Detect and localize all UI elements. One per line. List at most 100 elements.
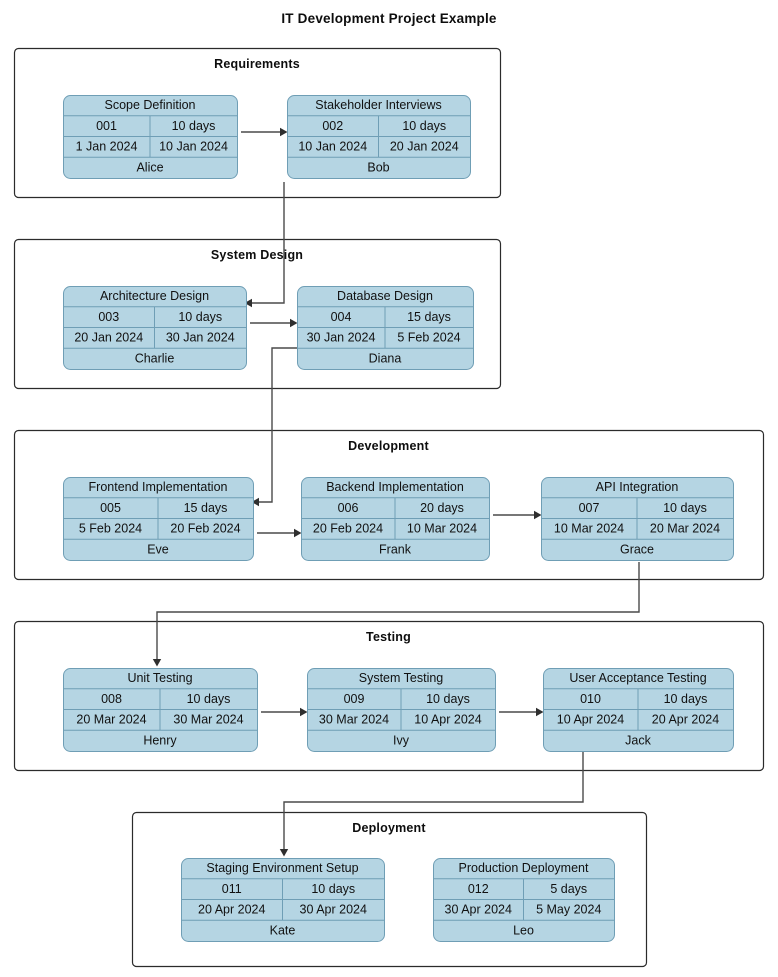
task-name: Production Deployment	[459, 861, 589, 875]
task-duration: 10 days	[402, 119, 446, 133]
task-owner: Jack	[625, 733, 651, 747]
connector-unit-testing-to-system-testing	[261, 707, 308, 717]
task-name: Backend Implementation	[326, 480, 464, 494]
swimlane-title: Deployment	[352, 821, 426, 835]
task-owner: Charlie	[135, 351, 175, 365]
connectors-layer	[152, 127, 640, 857]
task-end-date: 20 Jan 2024	[390, 140, 459, 154]
task-end-date: 30 Apr 2024	[300, 903, 367, 917]
task-node-database-design[interactable]: Database Design 004 15 days 30 Jan 2024 5 Fe…	[297, 286, 474, 370]
task-duration: 15 days	[407, 310, 451, 324]
connector-line	[258, 347, 297, 503]
connector-line	[251, 182, 285, 304]
task-owner: Leo	[513, 923, 534, 937]
task-duration: 10 days	[311, 882, 355, 896]
task-duration: 10 days	[172, 119, 216, 133]
task-name: User Acceptance Testing	[569, 671, 706, 685]
task-id: 011	[222, 882, 242, 896]
connector-line	[156, 562, 640, 660]
task-name: Architecture Design	[100, 289, 209, 303]
swimlane-title: Requirements	[214, 57, 300, 71]
page-title: IT Development Project Example	[281, 11, 497, 26]
task-node-unit-testing[interactable]: Unit Testing 008 10 days 20 Mar 2024 30 Mar …	[63, 668, 258, 752]
task-owner: Diana	[369, 351, 402, 365]
task-id: 010	[580, 692, 601, 706]
task-end-date: 5 Feb 2024	[397, 331, 460, 345]
connector-backend-implementation-to-api-integration	[493, 510, 542, 520]
task-id: 001	[96, 119, 117, 133]
task-name: Frontend Implementation	[89, 480, 228, 494]
task-name: API Integration	[596, 480, 679, 494]
task-start-date: 10 Mar 2024	[554, 522, 624, 536]
task-name: Scope Definition	[104, 98, 195, 112]
task-id: 007	[579, 501, 600, 515]
task-start-date: 1 Jan 2024	[76, 140, 138, 154]
task-name: Database Design	[337, 289, 433, 303]
task-start-date: 20 Mar 2024	[76, 713, 146, 727]
connector-stakeholder-interviews-to-architecture-design	[244, 182, 285, 308]
connector-frontend-implementation-to-backend-implementation	[257, 528, 302, 538]
task-id: 004	[331, 310, 352, 324]
connector-arrowhead	[280, 127, 288, 137]
swimlane-title: Testing	[366, 630, 411, 644]
task-duration: 20 days	[420, 501, 464, 515]
connector-architecture-design-to-database-design	[250, 318, 298, 328]
task-start-date: 20 Feb 2024	[313, 522, 383, 536]
connector-arrowhead	[300, 707, 308, 717]
task-start-date: 20 Apr 2024	[198, 903, 265, 917]
task-owner: Alice	[136, 160, 163, 174]
task-duration: 15 days	[184, 501, 228, 515]
task-owner: Henry	[143, 733, 177, 747]
task-start-date: 30 Apr 2024	[445, 903, 512, 917]
connector-arrowhead	[534, 510, 542, 520]
swimlane-title: Development	[348, 439, 429, 453]
task-id: 002	[322, 119, 343, 133]
swimlane-title: System Design	[211, 248, 303, 262]
task-start-date: 30 Jan 2024	[307, 331, 376, 345]
task-end-date: 20 Apr 2024	[652, 713, 719, 727]
task-id: 008	[101, 692, 122, 706]
connector-arrowhead	[536, 707, 544, 717]
task-id: 006	[338, 501, 359, 515]
task-end-date: 10 Apr 2024	[414, 713, 481, 727]
connector-user-acceptance-testing-to-staging-environment-setup	[279, 752, 584, 857]
connector-arrowhead	[290, 318, 298, 328]
task-duration: 10 days	[187, 692, 231, 706]
task-id: 009	[344, 692, 365, 706]
connector-arrowhead	[152, 659, 162, 667]
task-node-stakeholder-interviews[interactable]: Stakeholder Interviews 002 10 days 10 Jan 2…	[287, 95, 471, 179]
task-owner: Kate	[270, 923, 296, 937]
task-end-date: 5 May 2024	[536, 903, 601, 917]
task-end-date: 20 Mar 2024	[650, 522, 720, 536]
task-name: Unit Testing	[127, 671, 192, 685]
task-owner: Frank	[379, 542, 412, 556]
task-node-staging-environment-setup[interactable]: Staging Environment Setup 011 10 days 20 Ap…	[181, 858, 385, 942]
task-start-date: 10 Jan 2024	[298, 140, 367, 154]
task-start-date: 10 Apr 2024	[557, 713, 624, 727]
connector-api-integration-to-unit-testing	[152, 562, 640, 667]
task-nodes-layer: Scope Definition 001 10 days 1 Jan 2024 10 J…	[63, 95, 734, 942]
connector-arrowhead	[244, 298, 252, 308]
connector-arrowhead	[294, 528, 302, 538]
task-name: System Testing	[359, 671, 444, 685]
connector-system-testing-to-user-acceptance-testing	[499, 707, 544, 717]
task-end-date: 30 Mar 2024	[173, 713, 243, 727]
task-node-backend-implementation[interactable]: Backend Implementation 006 20 days 20 Feb 2…	[301, 477, 490, 561]
task-end-date: 20 Feb 2024	[170, 522, 240, 536]
connector-scope-definition-to-stakeholder-interviews	[241, 127, 288, 137]
task-name: Stakeholder Interviews	[315, 98, 441, 112]
task-duration: 10 days	[426, 692, 470, 706]
task-start-date: 20 Jan 2024	[74, 331, 143, 345]
task-name: Staging Environment Setup	[206, 861, 358, 875]
task-node-system-testing[interactable]: System Testing 009 10 days 30 Mar 2024 10 Ap…	[307, 668, 496, 752]
task-duration: 5 days	[550, 882, 587, 896]
task-start-date: 30 Mar 2024	[319, 713, 389, 727]
